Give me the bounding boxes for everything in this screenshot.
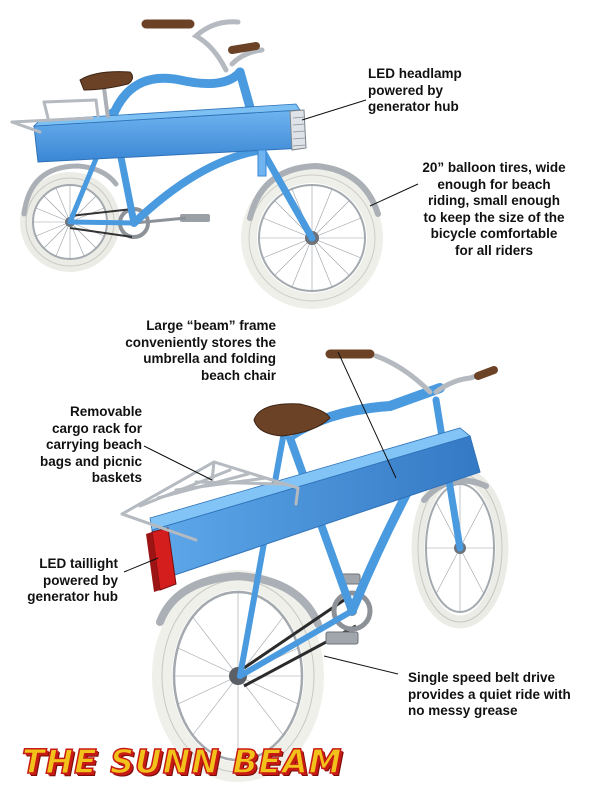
callout-line: no messy grease [408,703,518,718]
callout-line: Removable [69,404,142,419]
leader-headlamp [301,99,367,121]
callout-line: LED headlamp [368,66,462,81]
callout-line: bicycle comfortable [430,226,558,241]
callout-headlamp: LED headlamp powered by generator hub [368,66,462,116]
callout-line: conveniently stores the [125,334,276,350]
callout-taillight: LED taillight powered by generator hub [14,556,118,606]
top-front-wheel [241,167,383,309]
leader-tires [369,183,419,207]
callout-rack: Removable cargo rack for carrying beach … [20,404,142,487]
bottom-pedal-left [325,631,359,645]
leader-rack [143,445,213,481]
bottom-handlebar [325,349,498,395]
leader-lines [123,99,419,675]
callout-tires: 20” balloon tires, wide enough for beach… [404,160,584,259]
callout-line: powered by [42,572,118,588]
leader-belt [323,655,399,675]
bottom-bicycle [120,349,509,782]
callout-line: 20” balloon tires, wide [422,160,566,175]
callout-line: powered by [368,82,444,98]
callout-line: LED taillight [39,556,118,571]
top-pedal [180,214,210,222]
callout-line: Single speed belt drive [408,670,556,685]
callout-line: Large “beam” frame [146,318,276,333]
top-rear-rack [10,98,100,134]
callout-line: bags and picnic [39,453,142,469]
bottom-rear-fender [156,571,322,628]
leader-frame [337,351,397,479]
bottom-rear-rack [120,460,300,542]
callout-line: enough for beach [437,176,551,192]
top-handlebar [141,19,265,73]
bottom-saddle [253,403,331,437]
callout-frame: Large “beam” frame conveniently stores t… [94,318,276,384]
top-saddle [79,71,134,91]
callout-line: cargo rack for [51,420,142,436]
top-front-fender [247,162,381,221]
callout-belt: Single speed belt drive provides a quiet… [408,670,571,720]
top-rear-fender [21,163,119,217]
page-title-logo: THE SUNN BEAM [21,741,343,782]
callout-line: to keep the size of the [423,209,565,225]
callout-line: generator hub [27,589,118,604]
callout-line: provides a quiet ride with [408,686,571,702]
callout-line: generator hub [368,99,459,114]
callout-line: carrying beach [45,437,142,452]
callout-line: umbrella and folding [143,351,276,366]
callout-line: for all riders [454,242,534,258]
callout-line: beach chair [200,367,276,383]
top-bicycle [10,19,383,309]
leader-taillight [123,557,159,573]
callout-line: baskets [91,470,142,485]
top-headlamp [289,109,307,151]
callout-line: riding, small enough [427,193,560,208]
